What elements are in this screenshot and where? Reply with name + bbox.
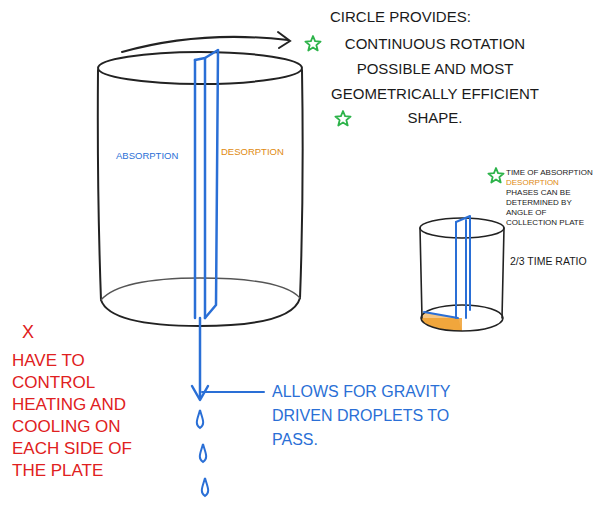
rotation-arc [122, 37, 288, 52]
plate-edge [465, 220, 467, 318]
cylinder [98, 52, 303, 326]
cylinder-wall [300, 70, 303, 298]
plate-edge [194, 60, 197, 318]
phase-label: ABSORPTION [116, 150, 194, 161]
leader-line [202, 391, 264, 393]
con-mark: X [22, 322, 52, 344]
droplets [197, 410, 208, 496]
small-cylinder [420, 216, 504, 331]
cylinder-wall [98, 70, 101, 300]
plate-angle [424, 312, 458, 318]
plate-edge [204, 58, 207, 318]
arrow-head [278, 32, 290, 48]
star-bullet [305, 36, 320, 50]
plate-side [456, 216, 470, 310]
cylinder-bottom [421, 305, 503, 331]
star-bullet [488, 168, 503, 182]
cylinder-bottom [101, 278, 300, 300]
cylinder-top [420, 218, 504, 238]
con-note: HAVE TO CONTROL HEATING AND COOLING ON E… [12, 350, 147, 483]
droplet [202, 478, 208, 496]
cylinder-top [98, 52, 302, 84]
plate-side [195, 50, 218, 318]
cylinder-wall [420, 228, 422, 318]
heading-note: CIRCLE PROVIDES: [330, 8, 530, 26]
rotation-arrow [122, 32, 290, 52]
plate-edge [455, 222, 457, 318]
droplet [200, 444, 206, 462]
benefit-note: CONTINUOUS ROTATION POSSIBLE AND MOST GE… [325, 32, 545, 131]
star-bullet [335, 111, 350, 125]
side-note: TIME OF ABSORPTION [506, 168, 594, 178]
cylinder-wall [502, 228, 504, 318]
collection-plate [192, 50, 264, 400]
droplet [197, 410, 203, 428]
callout-note: ALLOWS FOR GRAVITY DRIVEN DROPLETS TO PA… [272, 380, 487, 452]
side-note: DESORPTION [506, 178, 594, 188]
phase-label: DESORPTION [221, 146, 299, 157]
side-note: PHASES CAN BE DETERMINED BY ANGLE OF COL… [506, 188, 592, 228]
ratio-note: 2/3 TIME RATIO [510, 255, 592, 268]
drip-line [199, 318, 202, 398]
